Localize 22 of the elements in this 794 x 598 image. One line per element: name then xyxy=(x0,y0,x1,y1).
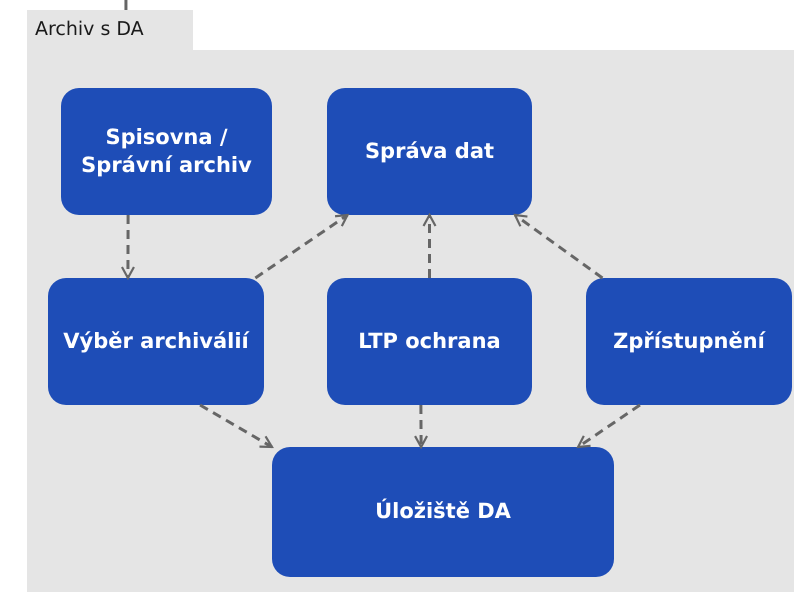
process-box xyxy=(586,278,792,405)
box-label: Zpřístupnění xyxy=(613,328,765,355)
group-title: Archiv s DA xyxy=(35,18,144,40)
arrow xyxy=(414,404,428,448)
process-box xyxy=(61,88,272,215)
arrow xyxy=(120,215,136,280)
process-box xyxy=(327,88,532,215)
arrow xyxy=(199,404,274,448)
connector-line xyxy=(124,0,128,10)
box-label: Úložiště DA xyxy=(375,498,511,526)
box-label: Spisovna / Správní archiv xyxy=(80,124,253,178)
arrow xyxy=(577,404,641,448)
process-box xyxy=(48,278,264,405)
box-label: Výběr archiválií xyxy=(63,328,249,355)
box-label: Správa dat xyxy=(364,138,494,165)
arrow xyxy=(422,214,437,278)
arrow xyxy=(254,214,349,280)
process-box xyxy=(272,447,614,577)
arrow xyxy=(514,214,604,280)
process-box xyxy=(327,278,532,405)
box-label: LTP ochrana xyxy=(358,328,501,355)
group-panel xyxy=(27,10,794,592)
